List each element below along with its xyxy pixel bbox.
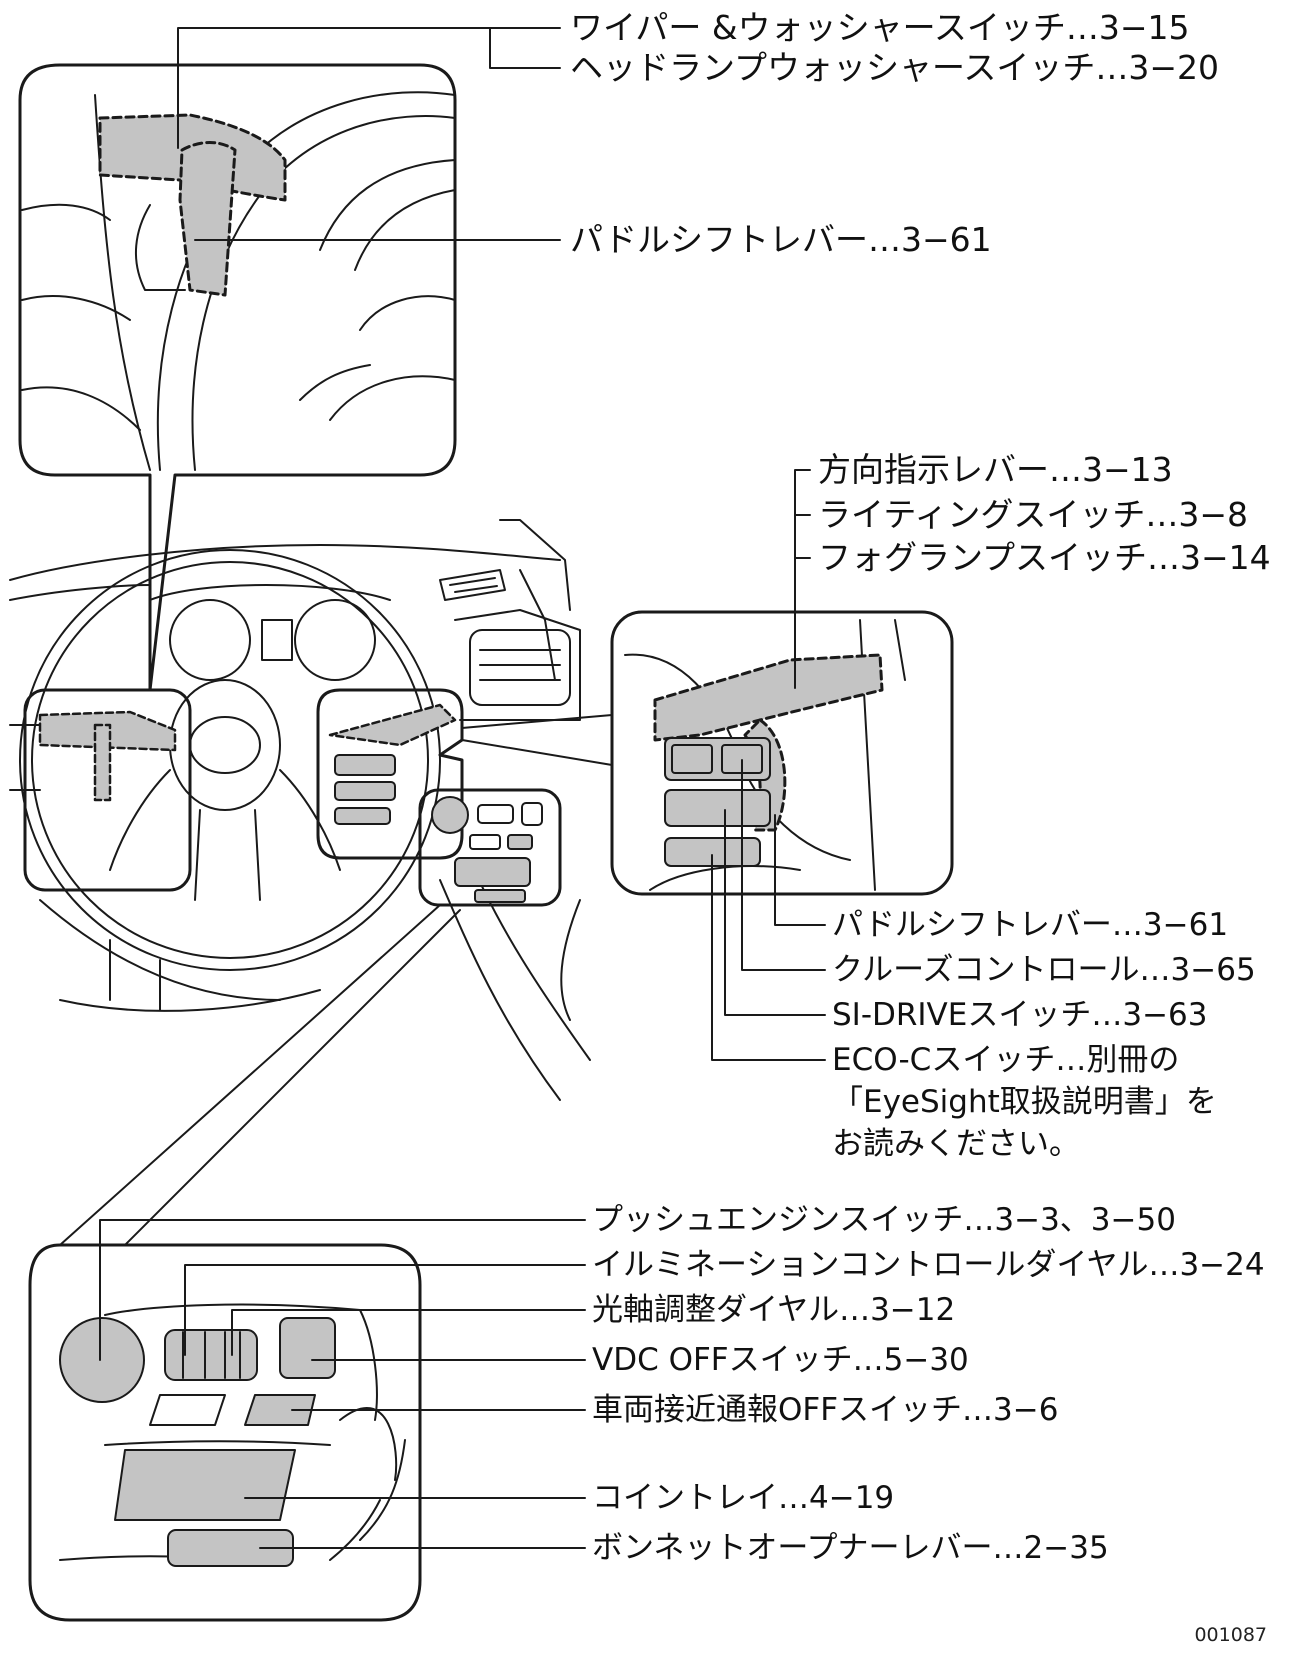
label-fog: フォグランプスイッチ…3−14 bbox=[818, 538, 1271, 577]
push-engine-button-shape bbox=[59, 1317, 145, 1403]
label-headlamp-washer: ヘッドランプウォッシャースイッチ…3−20 bbox=[570, 48, 1219, 87]
blank-switch-shape bbox=[149, 1394, 226, 1426]
vdc-off-button-shape bbox=[279, 1317, 336, 1379]
label-si-drive: SI-DRIVEスイッチ…3−63 bbox=[832, 997, 1208, 1033]
leader-si-drive bbox=[724, 809, 826, 1016]
label-eco-c-1: ECO-Cスイッチ…別冊の bbox=[832, 1042, 1180, 1078]
label-eco-c-2: 「EyeSight取扱説明書」を bbox=[832, 1084, 1217, 1120]
approach-off-switch-shape bbox=[244, 1394, 316, 1426]
leader-cruise bbox=[741, 759, 826, 971]
callout-box-lower bbox=[28, 1243, 422, 1622]
leader-turn-signal bbox=[794, 469, 811, 689]
leader-headlamp-washer bbox=[489, 27, 561, 69]
leader-beam-level bbox=[231, 1309, 586, 1356]
figure-code: 001087 bbox=[1194, 1624, 1267, 1646]
label-illumination: イルミネーションコントロールダイヤル…3−24 bbox=[592, 1247, 1265, 1283]
label-approach: 車両接近通報OFFスイッチ…3−6 bbox=[592, 1392, 1059, 1428]
instrument-cluster bbox=[149, 584, 391, 681]
callout-small-left bbox=[23, 688, 192, 892]
label-beam-level: 光軸調整ダイヤル…3−12 bbox=[592, 1292, 956, 1328]
leader-paddle-right bbox=[774, 814, 826, 926]
label-vdc: VDC OFFスイッチ…5−30 bbox=[592, 1342, 969, 1378]
leader-illumination bbox=[184, 1264, 586, 1356]
lower-panel-small bbox=[418, 788, 562, 907]
si-drive-switch-shape bbox=[664, 789, 771, 827]
label-paddle-right: パドルシフトレバー…3−61 bbox=[832, 907, 1229, 943]
label-lighting: ライティングスイッチ…3−8 bbox=[818, 495, 1249, 534]
label-eco-c-3: お読みください。 bbox=[832, 1126, 1080, 1162]
cruise-switch-shape bbox=[664, 737, 771, 781]
leader-push-engine bbox=[99, 1219, 586, 1361]
label-wiper: ワイパー &ウォッシャースイッチ…3−15 bbox=[570, 8, 1190, 47]
paddle-lever-left-shape bbox=[178, 141, 237, 297]
label-push-engine: プッシュエンジンスイッチ…3−3、3−50 bbox=[592, 1202, 1176, 1238]
label-cruise: クルーズコントロール…3−65 bbox=[832, 952, 1256, 988]
label-turn-signal: 方向指示レバー…3−13 bbox=[818, 450, 1173, 489]
label-paddle-left: パドルシフトレバー…3−61 bbox=[570, 220, 992, 259]
label-bonnet: ボンネットオープナーレバー…2−35 bbox=[592, 1530, 1109, 1566]
callout-small-right bbox=[316, 688, 464, 860]
leader-eco-c bbox=[711, 854, 826, 1061]
turn-signal-lever-shape bbox=[653, 653, 884, 742]
coin-tray-shape bbox=[114, 1449, 296, 1521]
leader-wiper bbox=[177, 27, 561, 149]
label-coin-tray: コイントレイ…4−19 bbox=[592, 1480, 895, 1516]
dashboard-outline bbox=[9, 519, 591, 1101]
dial-pair-shape bbox=[164, 1329, 258, 1381]
